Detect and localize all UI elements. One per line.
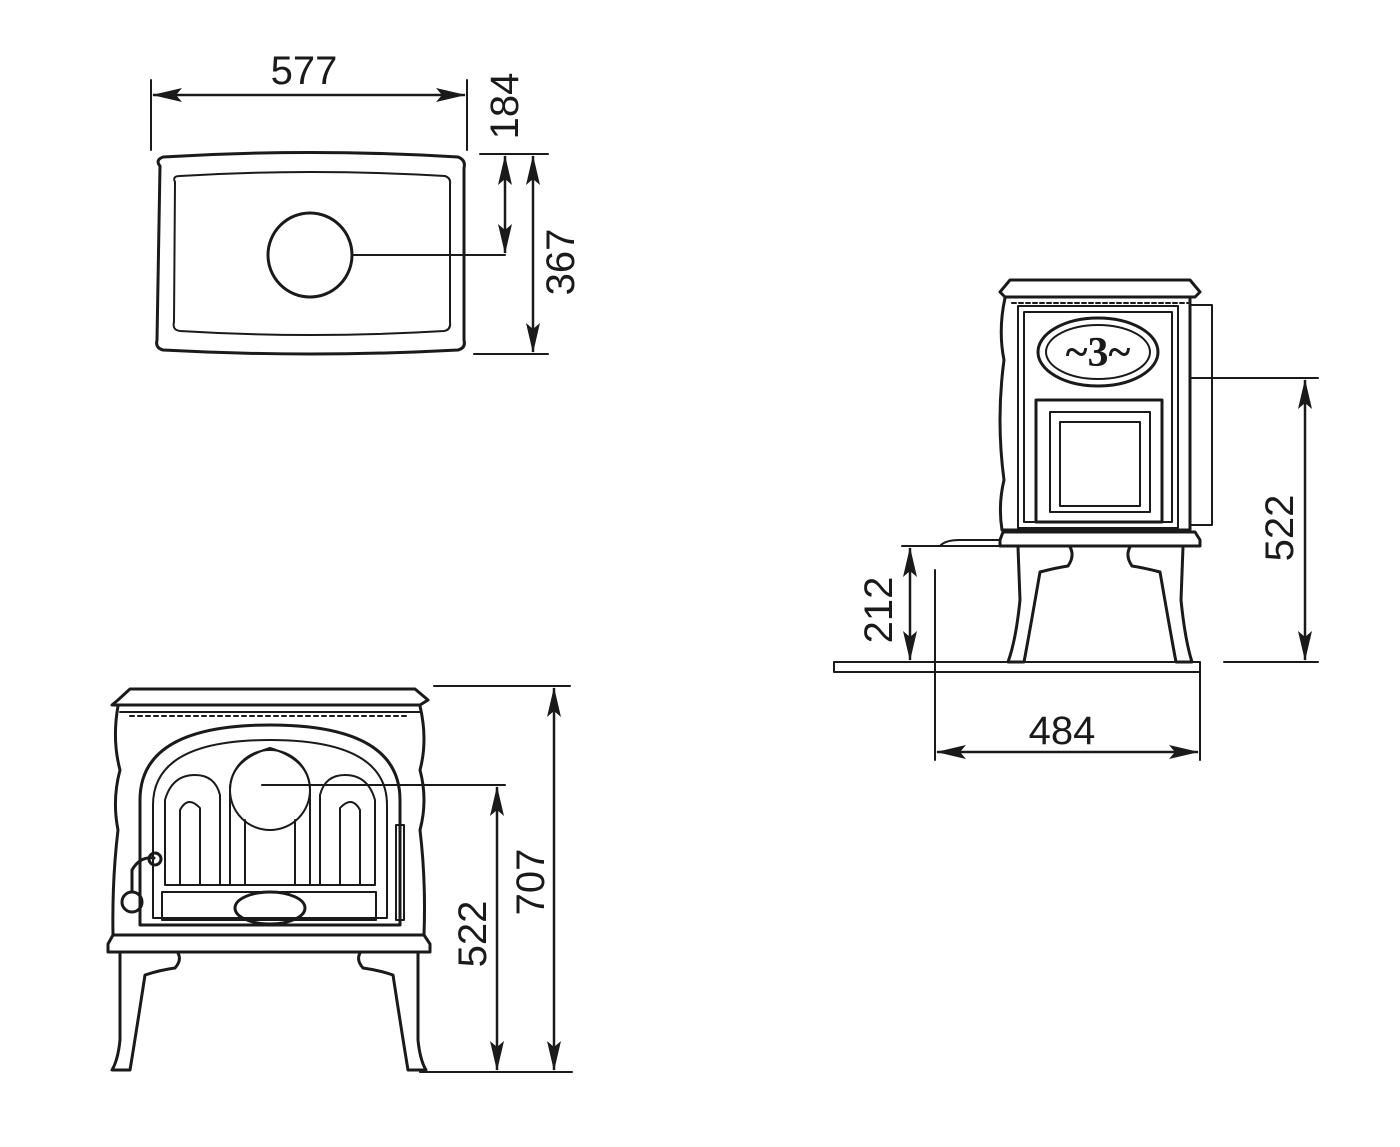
side-badge-label: ~3~ [1066, 330, 1131, 376]
side-panel-frame [1017, 305, 1179, 529]
top-view: 577 184 367 [150, 49, 583, 356]
side-door-inner [1049, 411, 1151, 513]
front-leg-left [110, 951, 181, 1072]
door-handle-lever [130, 856, 156, 894]
dimension-577: 577 [150, 49, 468, 151]
dimension-label-522-side: 522 [1258, 495, 1302, 562]
front-view: 522 707 [106, 685, 573, 1073]
dimension-label-522-front: 522 [451, 901, 495, 968]
side-body-outline [998, 296, 1192, 532]
floor-line [833, 661, 1201, 673]
dimension-label-367: 367 [539, 229, 583, 296]
dimension-212: 212 [857, 545, 941, 661]
dimension-label-484: 484 [1029, 709, 1096, 753]
door-emblem [233, 890, 307, 926]
stove-base [106, 933, 432, 954]
top-view-outer-outline [155, 151, 466, 356]
dimension-label-707: 707 [509, 849, 553, 916]
dimension-label-577: 577 [271, 49, 338, 93]
dimension-label-184: 184 [483, 73, 527, 140]
door-arch-inner [152, 739, 388, 919]
dimension-522-side: 522 [1189, 377, 1319, 663]
dimension-367: 367 [473, 155, 583, 355]
side-door-frame [1034, 398, 1164, 524]
side-badge-oval [1036, 316, 1160, 388]
side-base [998, 530, 1202, 548]
side-view: ~3~ 522 212 484 [833, 278, 1319, 761]
side-leg-rear [1126, 545, 1194, 664]
top-view-inner-outline [172, 171, 452, 336]
side-rear-panel [1189, 304, 1213, 526]
side-leg-front [1006, 545, 1074, 664]
front-leg-right [357, 951, 428, 1072]
dimension-522-front: 522 [419, 786, 573, 1073]
dimension-184: 184 [479, 73, 549, 254]
stove-body-left-side [111, 704, 122, 937]
flue-outlet-circle [266, 211, 354, 299]
door-lower-panel [161, 891, 377, 921]
side-ash-lip [934, 539, 1001, 547]
stove-top-plate [110, 687, 430, 707]
dimension-label-212: 212 [857, 577, 901, 644]
door-tracery [164, 747, 376, 886]
dimension-707: 707 [433, 685, 571, 1071]
door-arch-outer [138, 723, 402, 927]
side-top-plate [998, 278, 1202, 299]
door-hinge [395, 824, 405, 921]
stove-body-right-side [418, 704, 426, 937]
door-rosette [229, 749, 311, 831]
dimension-484: 484 [934, 569, 1201, 761]
